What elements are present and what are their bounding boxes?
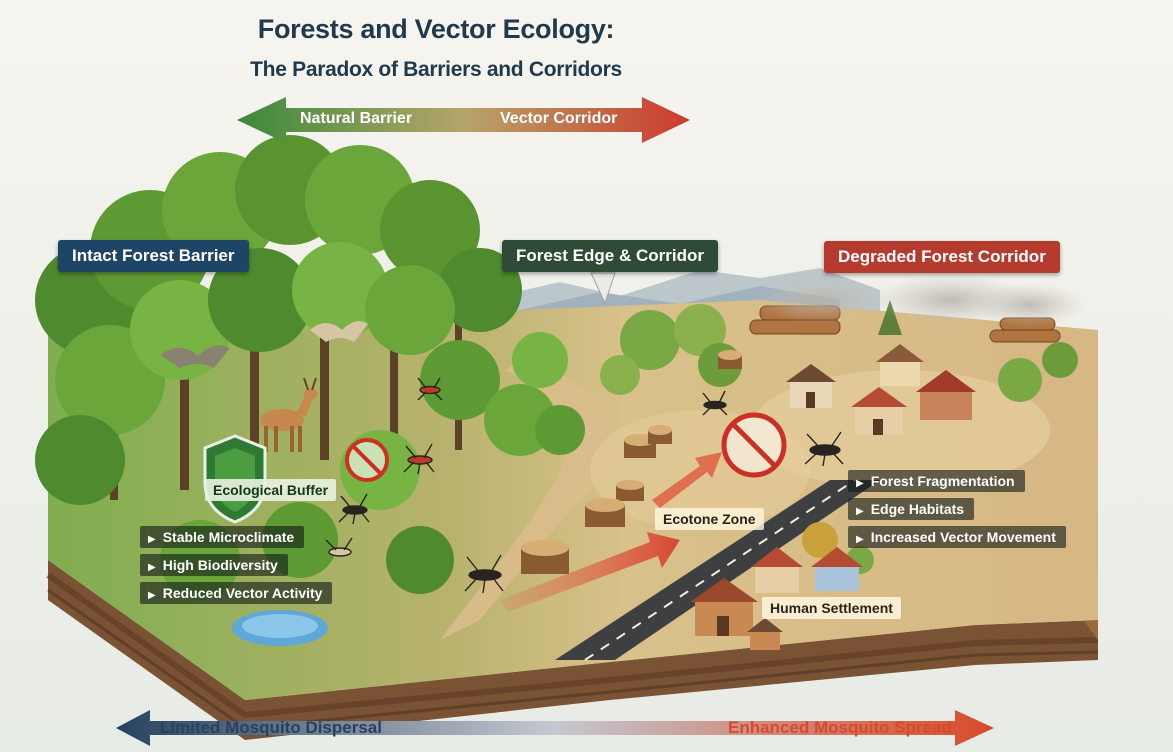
limited-dispersal-label: Limited Mosquito Dispersal [160, 718, 382, 737]
vector-movement-arrow-upper [652, 452, 722, 508]
benefit-item: ▶High Biodiversity [140, 554, 288, 576]
smoke-icon [750, 274, 1085, 327]
intact-forest-panel: Intact Forest Barrier [58, 240, 249, 272]
edge-trees [600, 300, 1078, 574]
house-icon [690, 344, 976, 650]
effect-item: ▶Increased Vector Movement [848, 526, 1066, 548]
vector-corridor-label: Vector Corridor [500, 110, 618, 127]
tree-stump-icon [521, 350, 742, 574]
bat-icon [160, 321, 368, 368]
forest-edge-panel: Forest Edge & Corridor [502, 240, 718, 272]
page-subtitle: The Paradox of Barriers and Corridors [250, 58, 622, 81]
mosquito-icon [325, 377, 844, 594]
degraded-forest-panel: Degraded Forest Corridor [824, 241, 1060, 273]
effect-item: ▶Edge Habitats [848, 498, 975, 520]
ecological-buffer-label: Ecological Buffer [205, 479, 337, 501]
vector-movement-arrow [500, 532, 680, 612]
benefit-item: ▶Stable Microclimate [140, 526, 305, 548]
page-title: Forests and Vector Ecology: [257, 14, 615, 44]
pond-icon [232, 610, 328, 646]
bottom-scale-arrow [116, 710, 994, 746]
top-arrow [237, 97, 690, 143]
enhanced-spread-label: Enhanced Mosquito Spread [728, 718, 952, 737]
human-settlement-label: Human Settlement [762, 597, 901, 619]
road-icon [555, 479, 880, 661]
natural-barrier-label: Natural Barrier [300, 110, 413, 127]
effect-item: ▶Forest Fragmentation [848, 470, 1025, 492]
benefit-item: ▶Reduced Vector Activity [140, 582, 333, 604]
ecotone-zone-label: Ecotone Zone [655, 508, 764, 530]
no-mosquito-icon [345, 412, 787, 482]
deer-icon [260, 377, 318, 452]
